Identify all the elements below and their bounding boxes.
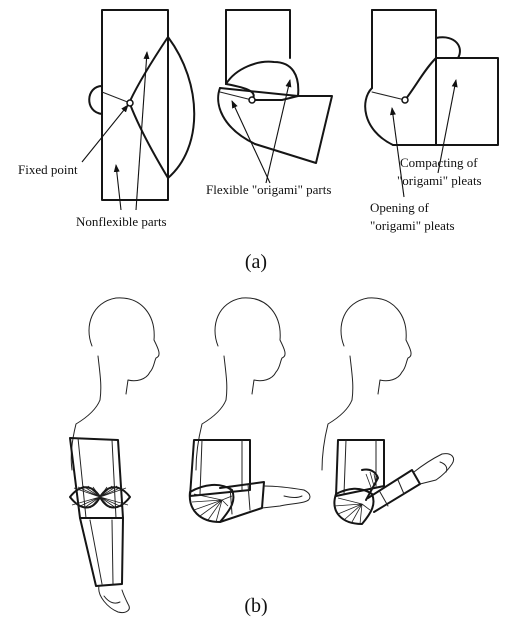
fixed-point-label: Fixed point [18,162,78,177]
panel-a: Fixed point Nonflexible parts Flexible "… [18,10,498,273]
joint-diagram-straight [89,10,194,200]
panel-b-caption: (b) [244,595,267,617]
panel-a-caption: (a) [245,251,267,273]
opening-label-line1: Opening of [370,200,430,215]
mannequin-arm-straight [70,298,159,613]
mannequin-arm-folded [322,298,454,524]
joint-diagram-folded [365,10,498,145]
flexible-parts-label: Flexible "origami" parts [206,182,331,197]
fixed-point-arrow [82,105,128,162]
nonflexible-parts-label: Nonflexible parts [76,214,167,229]
panel-b: (b) [70,298,454,617]
flexible-arrow-right [266,80,290,183]
mannequin-arm-bent [190,298,310,522]
compacting-label-line1: Compacting of [400,155,478,170]
nonflexible-arrow-upper [136,52,147,210]
joint-diagram-bent [218,10,332,163]
compacting-label-line2: "origami" pleats [397,173,482,188]
nonflexible-arrow-lower [116,165,121,210]
opening-label-line2: "origami" pleats [370,218,455,233]
flexible-arrow-left [232,101,270,183]
